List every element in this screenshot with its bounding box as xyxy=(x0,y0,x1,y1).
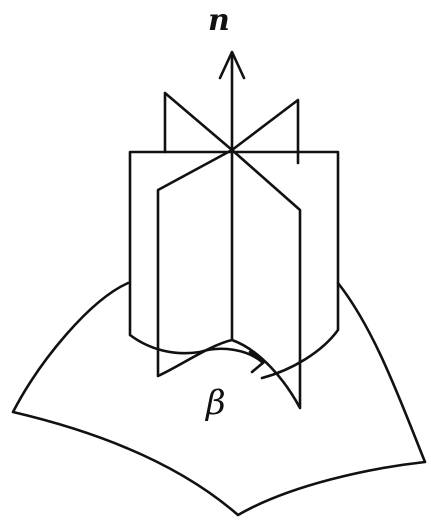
plane-front-left xyxy=(158,150,232,376)
normal-label: n xyxy=(208,3,230,38)
angle-label: β xyxy=(204,383,226,423)
plane-wide xyxy=(130,152,338,378)
plane-front-right xyxy=(232,150,300,408)
